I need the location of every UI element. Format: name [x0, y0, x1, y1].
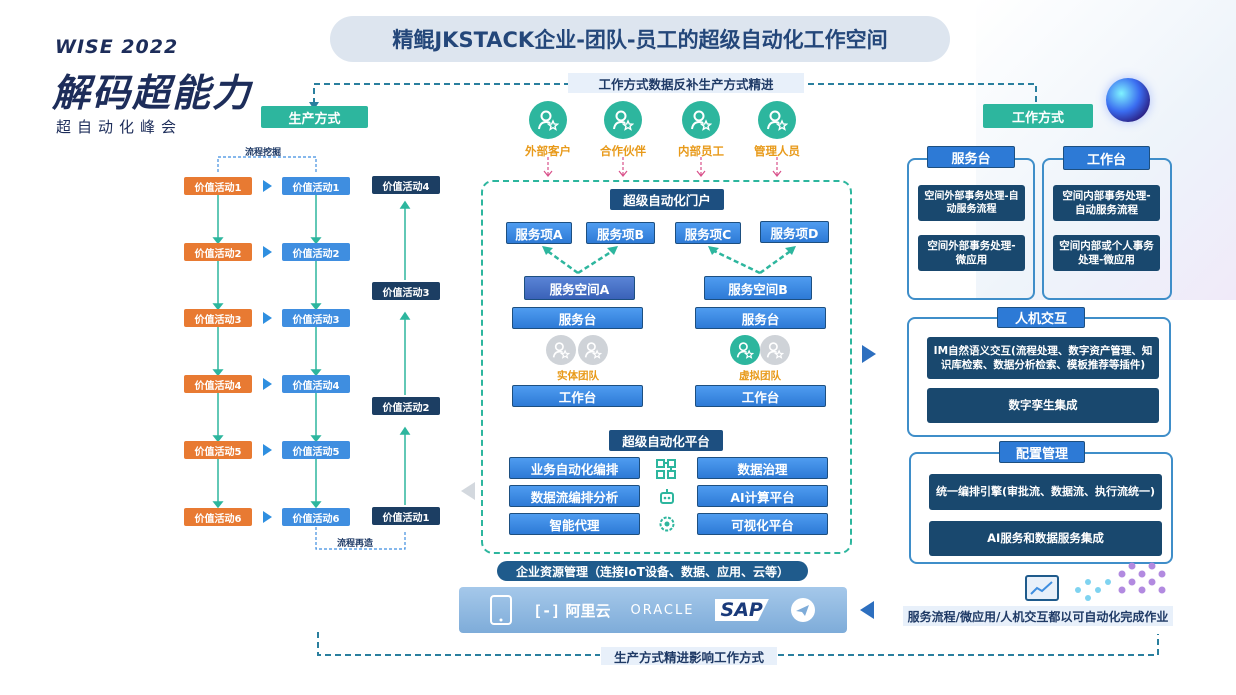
- value-activity-c2-1[interactable]: 价值活动1: [282, 177, 350, 195]
- oracle-logo: ORACLE: [630, 602, 695, 618]
- role-manager[interactable]: 管理人员: [737, 101, 817, 159]
- arrow-right-icon: [263, 312, 272, 324]
- value-activity-c2-3[interactable]: 价值活动3: [282, 309, 350, 327]
- role-label: 合作伙伴: [600, 144, 646, 158]
- role-partner[interactable]: 合作伙伴: [583, 101, 663, 159]
- team-virtual-label: 虚拟团队: [739, 370, 781, 382]
- platform-visualization[interactable]: 可视化平台: [697, 513, 828, 535]
- enterprise-resource-bar: 企业资源管理（连接IoT设备、数据、应用、云等）: [497, 561, 808, 581]
- value-activity-c2-4[interactable]: 价值活动4: [282, 375, 350, 393]
- user-star-icon: [758, 101, 796, 139]
- service-desk-title: 服务台: [927, 146, 1015, 168]
- hci-im-item[interactable]: IM自然语义交互(流程处理、数字资产管理、知识库检索、数据分析检索、模板推荐等插…: [927, 337, 1159, 379]
- workbench-a[interactable]: 工作台: [512, 385, 643, 407]
- bird-logo-icon: [790, 598, 815, 622]
- service-desk-item-1[interactable]: 空间外部事务处理-自动服务流程: [918, 185, 1025, 221]
- role-label: 外部客户: [525, 144, 571, 158]
- workbench-item-2[interactable]: 空间内部或个人事务处理-微应用: [1053, 235, 1160, 271]
- user-star-icon: [604, 101, 642, 139]
- robot-icon: [660, 489, 674, 504]
- service-space-a[interactable]: 服务空间A: [524, 276, 635, 300]
- service-desk-panel: [907, 158, 1035, 300]
- user-star-icon: [682, 101, 720, 139]
- arrow-right-icon: [263, 180, 272, 192]
- value-activity-c3-4[interactable]: 价值活动4: [372, 176, 440, 194]
- automation-note: 服务流程/微应用/人机交互都以可自动化完成作业: [903, 606, 1173, 626]
- sap-logo: SAP: [714, 599, 769, 621]
- arrow-right-icon: [263, 246, 272, 258]
- feedback-top-label: 工作方式数据反补生产方式精进: [568, 73, 804, 93]
- workbench-title: 工作台: [1063, 146, 1150, 170]
- service-item-b[interactable]: 服务项B: [586, 222, 655, 244]
- service-desk-b[interactable]: 服务台: [695, 307, 826, 329]
- team-member-icon: [760, 335, 790, 365]
- config-title: 配置管理: [999, 441, 1085, 463]
- role-label: 内部员工: [678, 144, 724, 158]
- role-external-customer[interactable]: 外部客户: [508, 101, 588, 159]
- value-activity-c1-4[interactable]: 价值活动4: [184, 375, 252, 393]
- role-internal-staff[interactable]: 内部员工: [661, 101, 741, 159]
- work-mode-label: 工作方式: [983, 104, 1093, 128]
- team-member-icon: [730, 335, 760, 365]
- workbench-item-1[interactable]: 空间内部事务处理-自动服务流程: [1053, 185, 1160, 221]
- portal-title: 超级自动化门户: [610, 189, 724, 210]
- dots-decoration-icon: [1075, 562, 1166, 601]
- arrow-right-icon: [263, 378, 272, 390]
- service-desk-a[interactable]: 服务台: [512, 307, 643, 329]
- service-desk-item-2[interactable]: 空间外部事务处理-微应用: [918, 235, 1025, 271]
- arrow-right-icon: [263, 444, 272, 456]
- value-activity-c2-5[interactable]: 价值活动5: [282, 441, 350, 459]
- value-activity-c1-1[interactable]: 价值活动1: [184, 177, 252, 195]
- service-item-c[interactable]: 服务项C: [675, 222, 741, 244]
- workflow-icon: [656, 459, 676, 479]
- platform-ai-compute[interactable]: AI计算平台: [697, 485, 828, 507]
- arrow-right-icon: [263, 511, 272, 523]
- logo-wise: WISE 2022: [55, 36, 179, 58]
- config-ai-item[interactable]: AI服务和数据服务集成: [929, 521, 1162, 556]
- workbench-b[interactable]: 工作台: [695, 385, 826, 407]
- logo-subtitle: 超自动化峰会: [56, 118, 183, 136]
- feedback-bottom-label: 生产方式精进影响工作方式: [601, 647, 777, 665]
- service-item-a[interactable]: 服务项A: [506, 222, 572, 244]
- team-member-icon: [546, 335, 576, 365]
- platform-dataflow-analysis[interactable]: 数据流编排分析: [509, 485, 640, 507]
- platform-business-orchestration[interactable]: 业务自动化编排: [509, 457, 640, 479]
- central-workspace-container: [481, 180, 852, 554]
- workbench-panel: [1042, 158, 1172, 300]
- platform-title: 超级自动化平台: [609, 430, 723, 451]
- tablet-icon: [490, 595, 513, 625]
- service-space-b[interactable]: 服务空间B: [704, 276, 812, 300]
- value-activity-c1-5[interactable]: 价值活动5: [184, 441, 252, 459]
- aliyun-logo: [-] 阿里云: [533, 601, 611, 620]
- sphere-logo-icon: [1106, 78, 1150, 122]
- service-item-d[interactable]: 服务项D: [760, 221, 829, 243]
- page-title: 精鲲JKSTACK企业-团队-员工的超级自动化工作空间: [330, 16, 950, 62]
- value-activity-c1-2[interactable]: 价值活动2: [184, 243, 252, 261]
- process-mining-label: 流程挖掘: [245, 148, 282, 158]
- gear-icon: [659, 516, 675, 532]
- value-activity-c3-2[interactable]: 价值活动2: [372, 397, 440, 415]
- platform-data-governance[interactable]: 数据治理: [697, 457, 828, 479]
- team-member-icon: [578, 335, 608, 365]
- user-star-icon: [529, 101, 567, 139]
- hci-title: 人机交互: [997, 307, 1085, 328]
- team-real-label: 实体团队: [557, 370, 599, 382]
- hci-digital-twin-item[interactable]: 数字孪生集成: [927, 388, 1159, 423]
- config-engine-item[interactable]: 统一编排引擎(审批流、数据流、执行流统一): [929, 474, 1162, 510]
- production-mode-label: 生产方式: [261, 106, 368, 128]
- value-activity-c3-1[interactable]: 价值活动1: [372, 507, 440, 525]
- value-activity-c1-6[interactable]: 价值活动6: [184, 508, 252, 526]
- value-activity-c1-3[interactable]: 价值活动3: [184, 309, 252, 327]
- vendor-strip: [-] 阿里云 ORACLE SAP: [459, 587, 847, 633]
- value-activity-c2-6[interactable]: 价值活动6: [282, 508, 350, 526]
- platform-intelligent-agent[interactable]: 智能代理: [509, 513, 640, 535]
- process-reengineering-label: 流程再造: [337, 539, 374, 549]
- chart-monitor-icon: [1025, 575, 1059, 601]
- value-activity-c2-2[interactable]: 价值活动2: [282, 243, 350, 261]
- logo-title: 解码超能力: [52, 71, 253, 115]
- role-label: 管理人员: [754, 144, 800, 158]
- value-activity-c3-3[interactable]: 价值活动3: [372, 282, 440, 300]
